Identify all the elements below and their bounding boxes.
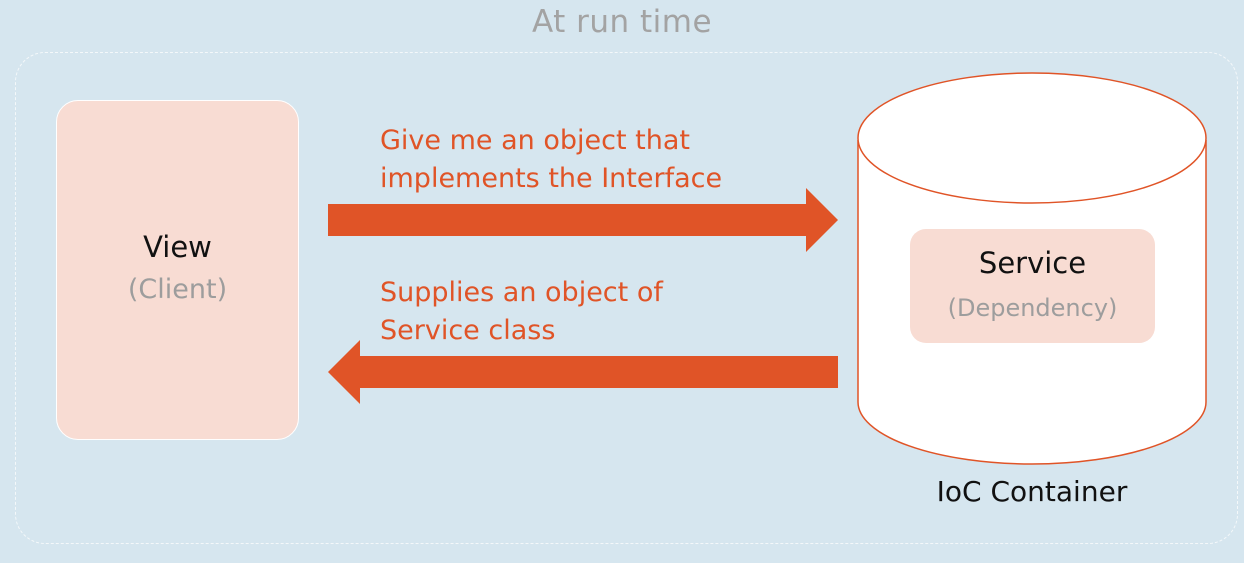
response-arrow bbox=[328, 340, 838, 404]
request-arrow bbox=[328, 188, 838, 252]
client-subtitle: (Client) bbox=[127, 274, 228, 305]
service-title: Service bbox=[978, 246, 1087, 280]
container-cylinder-top bbox=[857, 72, 1207, 204]
response-label: Supplies an object of Service class bbox=[380, 277, 663, 346]
runtime-boundary bbox=[15, 52, 1238, 544]
client-title: View bbox=[143, 230, 212, 264]
container-label: IoC Container bbox=[936, 475, 1128, 508]
service-subtitle: (Dependency) bbox=[947, 294, 1118, 322]
client-box bbox=[56, 100, 299, 440]
request-label: Give me an object that implements the In… bbox=[380, 125, 723, 194]
service-box bbox=[910, 229, 1155, 343]
diagram-heading: At run time bbox=[531, 4, 713, 40]
